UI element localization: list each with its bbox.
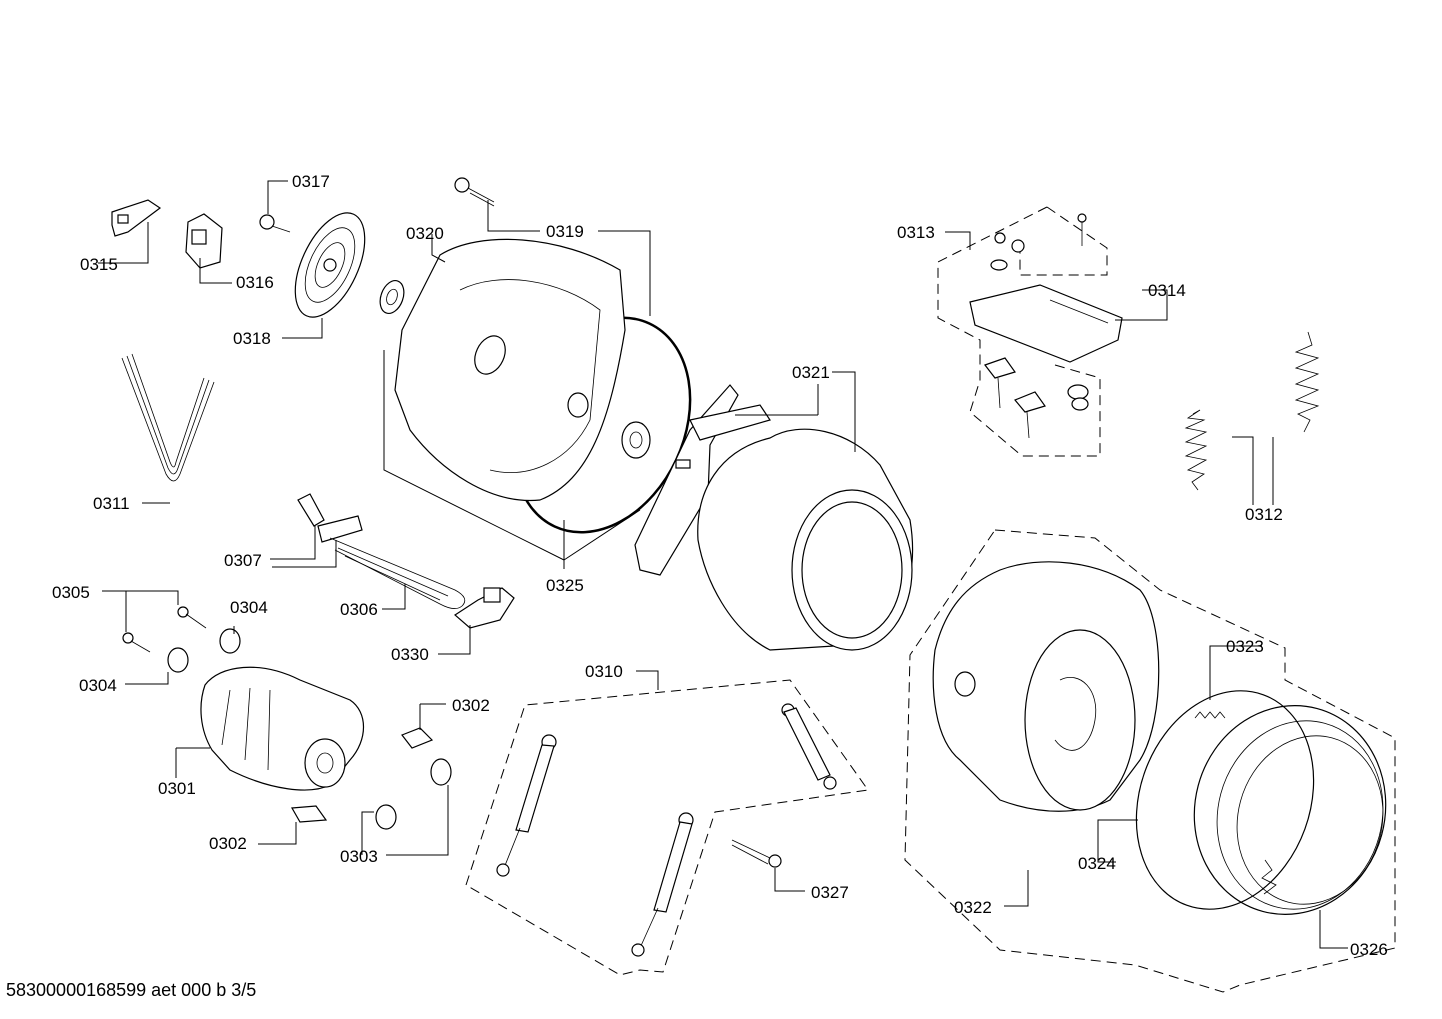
cover-plate-0314-icon (969, 284, 1123, 363)
label-0319: 0319 (546, 222, 584, 241)
label-0312: 0312 (1245, 505, 1283, 524)
heater-0306-icon (317, 515, 466, 609)
front-tub-0322-icon (932, 561, 1160, 812)
drum-0321-icon (634, 384, 914, 651)
group-outline-0313 (937, 206, 1108, 457)
label-0320: 0320 (406, 224, 444, 243)
switch-0316-icon (185, 213, 223, 269)
shock-absorber-0310-icon (496, 703, 837, 957)
leader-lines (98, 180, 1348, 949)
label-0311: 0311 (93, 494, 130, 513)
document-footer: 58300000168599 aet 000 b 3/5 (6, 980, 257, 1000)
bearing-0318-icon (379, 279, 405, 315)
group-outline-0310 (465, 679, 869, 976)
label-0318: 0318 (233, 329, 271, 348)
label-0305: 0305 (52, 583, 90, 602)
label-0317: 0317 (292, 172, 330, 191)
motor-0301-icon (200, 666, 364, 791)
label-0301: 0301 (158, 779, 196, 798)
carbon-brush-0302-icon (291, 727, 434, 823)
plug-0303-icon (375, 758, 452, 830)
clamp-ring-0324-icon (1135, 690, 1315, 910)
sensor-0307-icon (297, 493, 325, 527)
label-0324: 0324 (1078, 854, 1116, 873)
label-0330: 0330 (391, 645, 429, 664)
group-outline-0322 (904, 529, 1396, 993)
door-gasket-0326-icon (1193, 705, 1387, 915)
label-0304-upper: 0304 (230, 598, 268, 617)
label-0327: 0327 (811, 883, 849, 902)
label-0323: 0323 (1226, 637, 1264, 656)
holder-0330-icon (454, 587, 515, 629)
label-0325: 0325 (546, 576, 584, 595)
rear-tub-0320-icon (394, 238, 651, 502)
label-0322: 0322 (954, 898, 992, 917)
hardware-0313-icon (990, 213, 1087, 271)
label-0304-lower: 0304 (79, 676, 117, 695)
screw-0317-icon (259, 214, 291, 233)
label-0316: 0316 (236, 273, 274, 292)
spring-0312-icon (1184, 331, 1320, 491)
pulley-0318-icon (294, 212, 366, 318)
label-0321: 0321 (792, 363, 830, 382)
label-0315: 0315 (80, 255, 118, 274)
belt-0311-icon (121, 353, 215, 482)
label-0326: 0326 (1350, 940, 1388, 959)
fixing-0313-icon (984, 357, 1089, 439)
bolt-0327-icon (731, 839, 782, 868)
label-0307: 0307 (224, 551, 262, 570)
screw-0319-icon (454, 177, 495, 207)
label-0303: 0303 (340, 847, 378, 866)
label-0310: 0310 (585, 662, 623, 681)
label-0313: 0313 (897, 223, 935, 242)
bracket-0315-icon (111, 199, 162, 237)
label-0302-upper: 0302 (452, 696, 490, 715)
screw-0305-icon (122, 606, 207, 653)
spring-clamp-0323-icon (1194, 711, 1226, 719)
label-0314: 0314 (1148, 281, 1186, 300)
label-0306: 0306 (340, 600, 378, 619)
label-0302-lower: 0302 (209, 834, 247, 853)
bushing-0304-icon (167, 628, 241, 673)
